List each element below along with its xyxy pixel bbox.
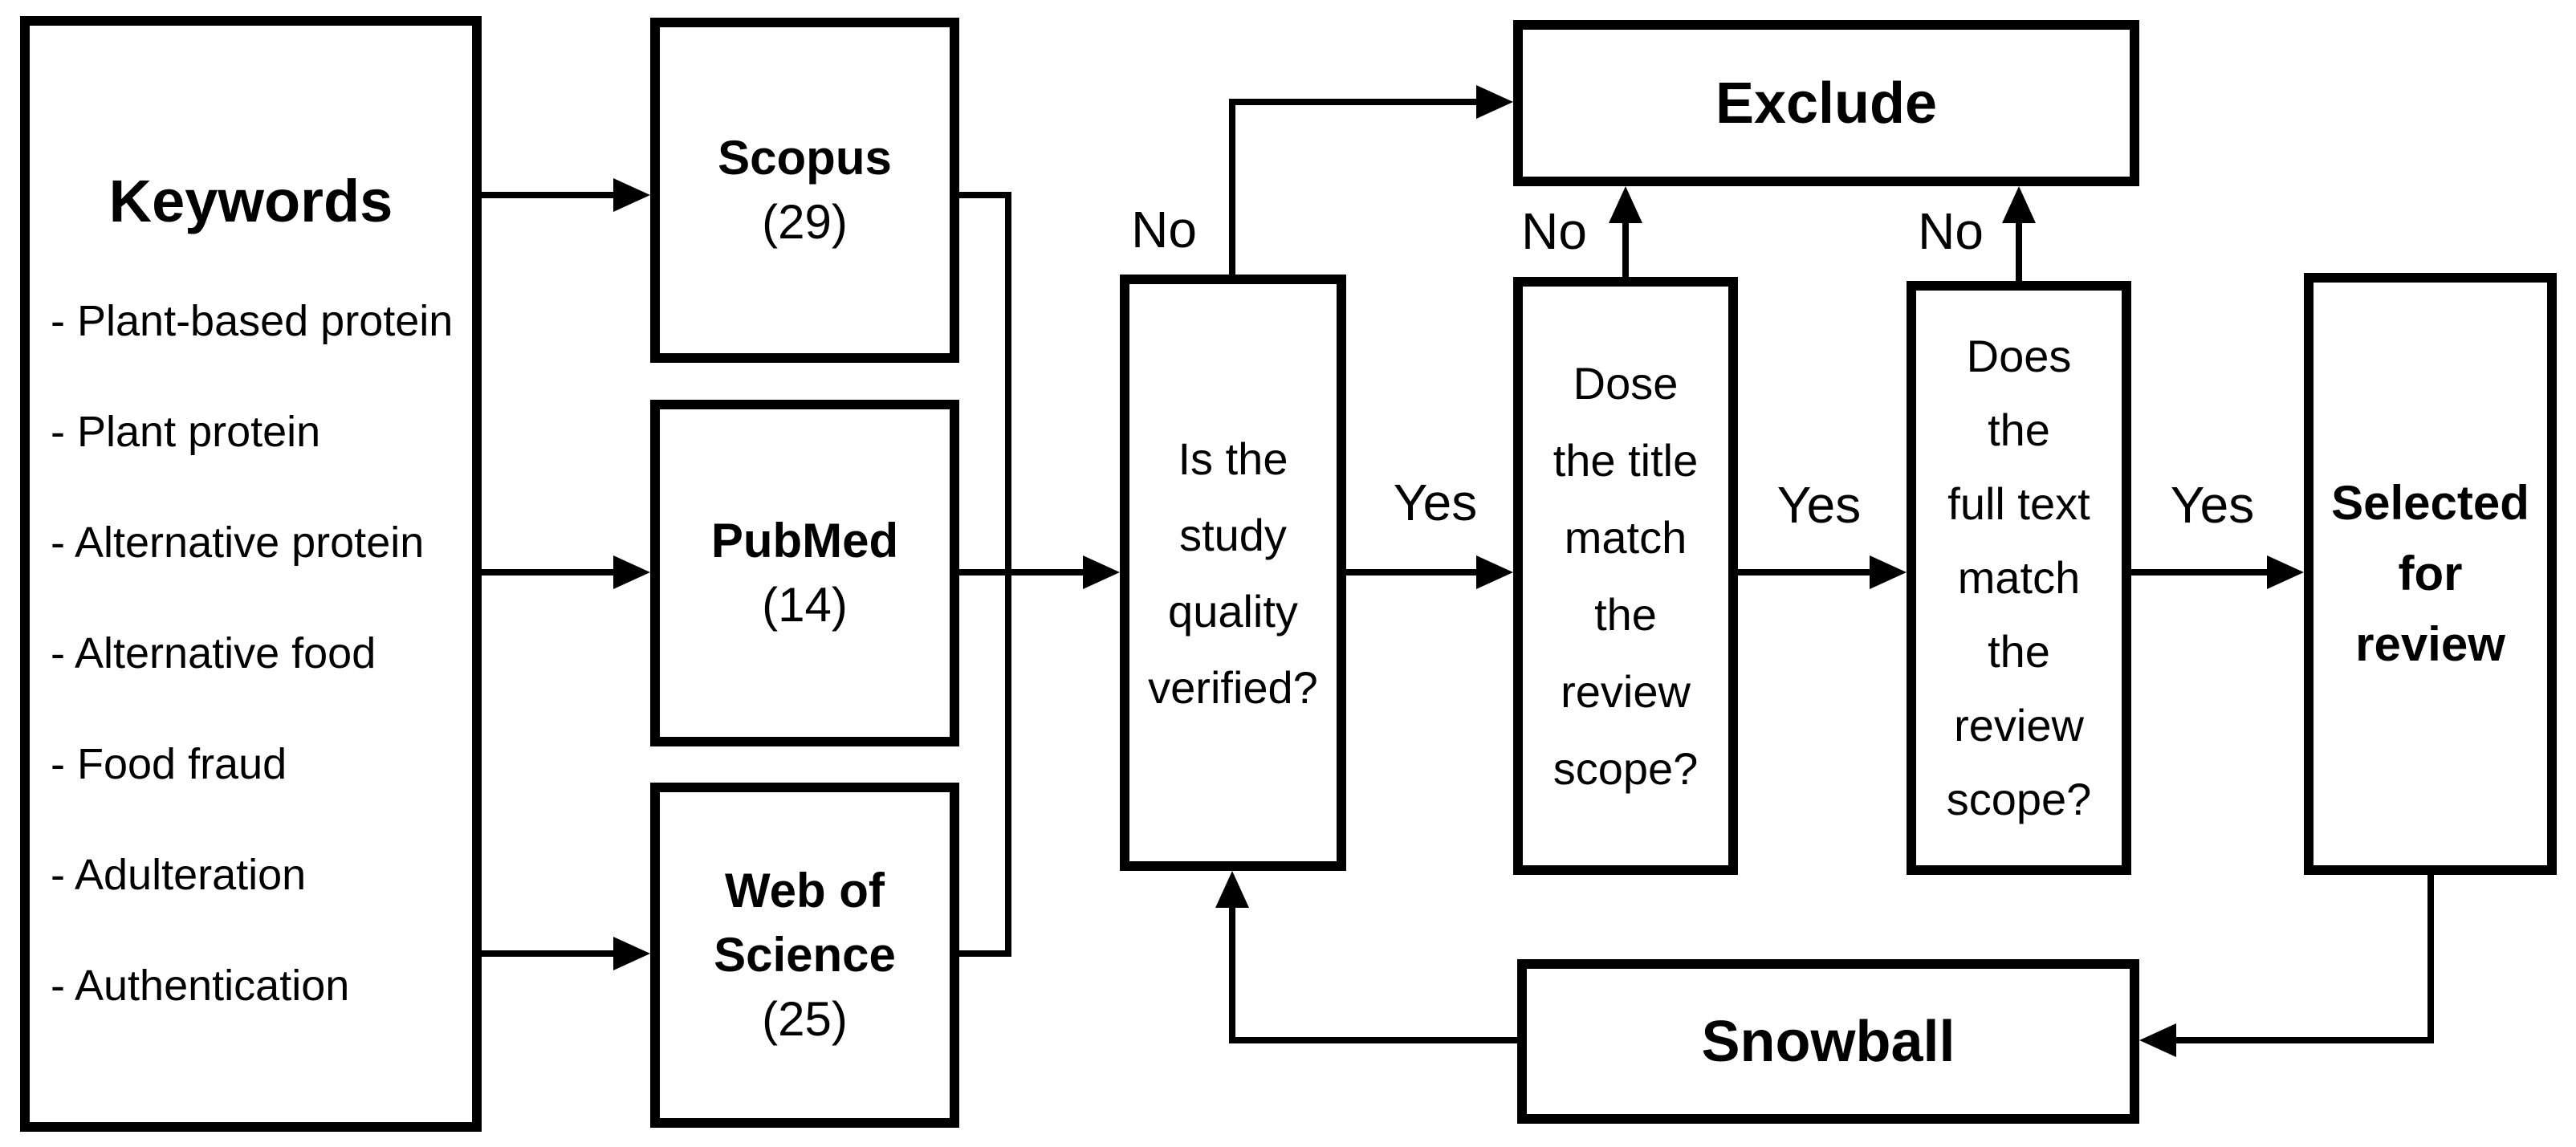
edge-snowball-up [1229,908,1235,1043]
web-of-science-label: Web of Science [714,864,896,982]
edge-no-title-to-exclude [1622,220,1629,277]
exclude-box: Exclude [1513,20,2139,186]
decision-fulltext-match-box: Does the full text match the review scop… [1907,281,2131,875]
keyword-item: - Food fraud [51,740,287,788]
arrowhead-yes-fulltext [2267,555,2304,589]
web-of-science-count: (25) [762,992,848,1046]
selected-for-review-box: Selected for review [2304,273,2557,875]
keyword-item: - Authentication [51,962,350,1010]
edge-scopus-to-bus [959,192,1011,198]
keywords-box: Keywords - Plant-based protein - Plant p… [20,16,482,1132]
keyword-item: - Adulteration [51,851,307,899]
arrowhead-no-quality-to-exclude [1476,85,1513,119]
arrowhead-selected-to-snowball [2139,1023,2176,1057]
yes-label-fulltext: Yes [2170,476,2255,534]
yes-label-title: Yes [1776,476,1862,534]
scopus-count: (29) [762,195,848,249]
selected-for-review-label: Selected for review [2331,476,2529,671]
arrowhead-snowball-to-quality [1215,871,1249,908]
keywords-title: Keywords [108,168,393,234]
arrowhead-no-title-to-exclude [1609,186,1642,223]
decision-title-match-text: Dose the title match the review scope? [1553,357,1699,794]
keyword-item: - Alternative protein [51,519,425,567]
arrowhead-yes-quality [1476,555,1513,589]
snowball-label: Snowball [1701,1009,1955,1074]
keyword-item: - Plant protein [51,408,321,456]
pubmed-box: PubMed (14) [650,400,959,746]
edge-bus-to-quality [959,569,1083,576]
edge-yes-title [1738,569,1870,576]
arrowhead-keywords-to-pubmed [613,555,650,589]
decision-fulltext-match-text: Does the full text match the review scop… [1946,331,2092,824]
edge-yes-quality [1346,569,1476,576]
no-label-title: No [1521,202,1587,260]
exclude-label: Exclude [1715,71,1938,136]
arrowhead-keywords-to-scopus [613,178,650,212]
edge-selected-down [2427,875,2434,1043]
decision-title-match-box: Dose the title match the review scope? [1513,277,1738,875]
edge-keywords-to-wos [482,950,613,957]
snowball-box: Snowball [1517,959,2139,1124]
web-of-science-box: Web of Science (25) [650,783,959,1128]
edge-no-quality-to-exclude [1229,99,1476,105]
no-label-fulltext: No [1918,202,1984,260]
edge-snowball-left [1229,1037,1517,1043]
edge-keywords-to-scopus [482,192,613,198]
edge-yes-fulltext [2131,569,2267,576]
edge-wos-to-bus [959,950,1011,957]
edge-selected-to-snowball [2176,1037,2434,1043]
yes-label-quality: Yes [1393,474,1478,531]
scopus-box: Scopus (29) [650,18,959,363]
keyword-item: - Plant-based protein [51,297,454,345]
arrowhead-yes-title [1870,555,1907,589]
arrowhead-no-fulltext-to-exclude [2002,186,2036,223]
no-label-quality: No [1131,201,1197,258]
pubmed-label: PubMed [710,514,899,567]
decision-study-quality-text: Is the study quality verified? [1148,433,1318,713]
decision-study-quality-box: Is the study quality verified? [1120,275,1346,871]
edge-no-fulltext-to-exclude [2016,220,2022,281]
pubmed-count: (14) [762,578,848,632]
arrowhead-bus-to-quality [1083,555,1120,589]
edge-no-quality-riser [1229,99,1235,275]
arrowhead-keywords-to-wos [613,937,650,970]
keyword-item: - Alternative food [51,629,376,677]
scopus-label: Scopus [718,131,892,185]
edge-keywords-to-pubmed [482,569,613,576]
